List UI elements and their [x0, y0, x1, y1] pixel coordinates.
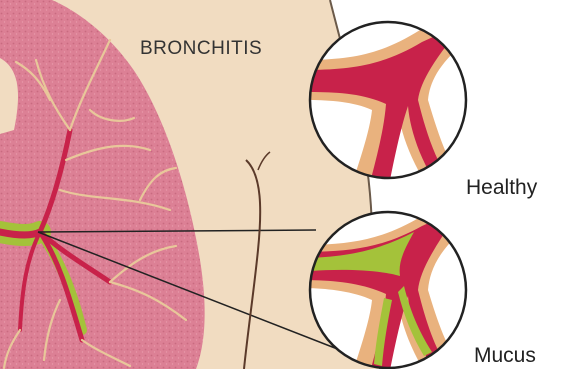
label-mucus: Mucus: [474, 344, 536, 368]
diagram-title: BRONCHITIS: [140, 38, 262, 60]
label-healthy: Healthy: [466, 176, 537, 200]
